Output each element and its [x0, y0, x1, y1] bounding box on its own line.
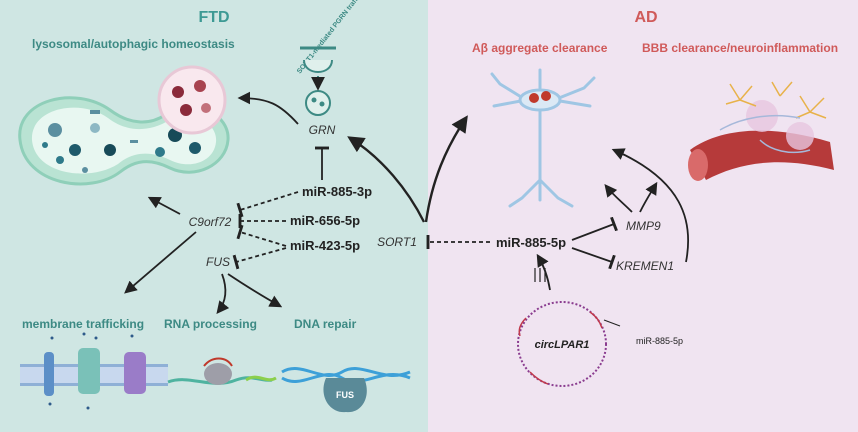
- arrow-c9orf72-membrane: [124, 231, 197, 294]
- fus-protein-label: FUS: [336, 390, 354, 400]
- sort1-connectors: [347, 115, 468, 223]
- caption-dna: DNA repair: [294, 317, 357, 331]
- inhibit-mir423-5p-c9orf72: [236, 224, 287, 247]
- arrow-mmp9-bbb: [639, 181, 658, 213]
- ftd-title: FTD: [198, 9, 229, 26]
- neuron-illustration: [490, 68, 596, 208]
- gene-fus: FUS: [206, 255, 230, 269]
- dna-fus-illustration: [281, 367, 411, 413]
- mirna-885-5p: miR-885-5p: [496, 235, 566, 250]
- mirna-885-3p: miR-885-3p: [302, 184, 372, 199]
- ad-title: AD: [634, 9, 657, 26]
- arrow-fus-dna: [227, 273, 283, 308]
- gene-mmp9: MMP9: [626, 219, 661, 233]
- arrow-grn-lysosome: [237, 91, 299, 125]
- lysosome-bubble: [157, 65, 227, 135]
- inhibit-mir885-5p-mmp9: [571, 216, 618, 241]
- arrow-kremen1-abeta: [611, 148, 690, 263]
- pgrn-vesicle-icon: [300, 46, 336, 116]
- arrow-mmp9-abeta: [604, 184, 633, 213]
- rna-illustration: [167, 357, 277, 385]
- arrow-c9orf72-lysosomal: [147, 196, 181, 215]
- ad-connectors: [426, 148, 690, 291]
- bbb-vessel-illustration: [688, 81, 834, 181]
- ftd-connectors: [124, 91, 330, 314]
- circlpar1-ring: [517, 301, 621, 387]
- arrow-sort1-abeta: [424, 115, 468, 223]
- caption-rna: RNA processing: [164, 317, 257, 331]
- gene-sort1: SORT1: [377, 235, 417, 249]
- ad-panel: [428, 0, 858, 432]
- triple-arrow-down: [534, 268, 546, 282]
- mirna-656-5p: miR-656-5p: [290, 213, 360, 228]
- arrow-fus-rna: [216, 273, 230, 314]
- circlpar1-mir885-5p-label: miR-885-5p: [636, 336, 683, 346]
- gene-kremen1: KREMEN1: [616, 259, 674, 273]
- inhibit-mir885-5p-kremen1: [571, 247, 616, 270]
- caption-lysosomal: lysosomal/autophagic homeostasis: [32, 37, 235, 51]
- arrow-sort1-grn: [347, 136, 426, 223]
- caption-bbb: BBB clearance/neuroinflammation: [642, 41, 838, 55]
- membrane-illustration: [20, 332, 168, 410]
- caption-membrane: membrane trafficking: [22, 317, 144, 331]
- gene-c9orf72: C9orf72: [189, 215, 232, 229]
- circlpar1-label: circLPAR1: [535, 339, 590, 351]
- gene-grn: GRN: [309, 123, 336, 137]
- caption-abeta: Aβ aggregate clearance: [472, 41, 608, 55]
- inhibit-mir423-5p-fus: [232, 247, 287, 270]
- inhibit-mir885-3p-c9orf72: [236, 191, 299, 218]
- mirna-423-5p: miR-423-5p: [290, 238, 360, 253]
